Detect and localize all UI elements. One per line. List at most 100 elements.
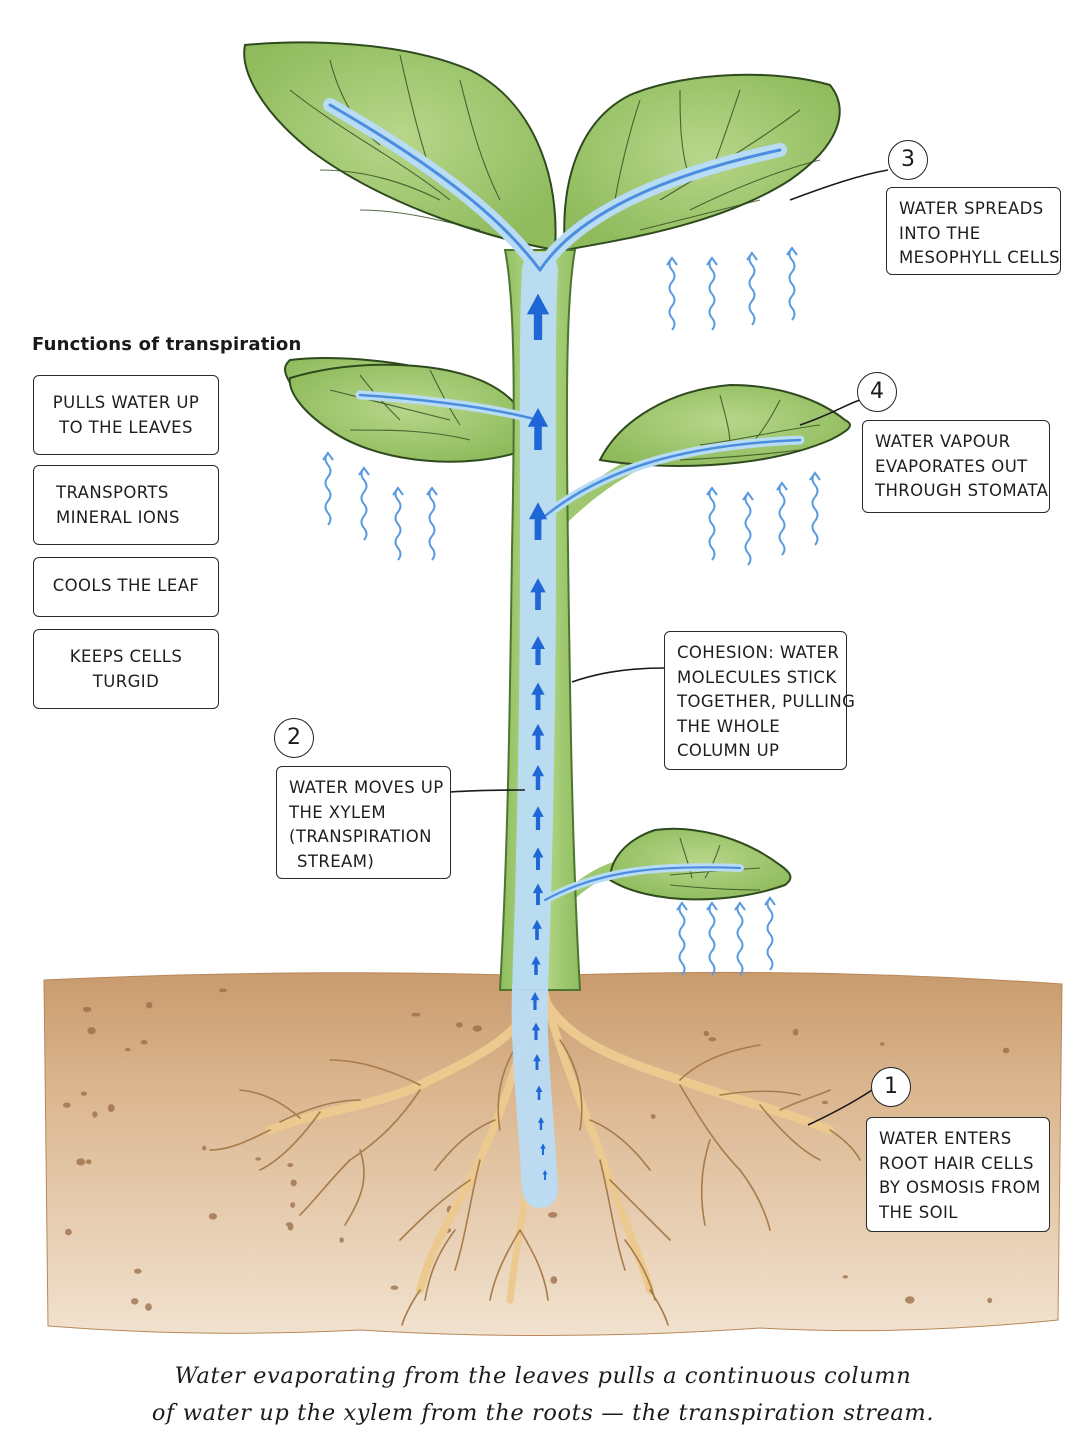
flow-arrow (530, 992, 540, 1010)
flow-arrow (531, 723, 545, 750)
vapour-squiggle (788, 247, 796, 321)
pebble (208, 1213, 217, 1220)
pebble (792, 1028, 799, 1036)
pebble (842, 1275, 849, 1279)
vapour-arrowhead (734, 901, 746, 911)
pebble (124, 1047, 131, 1052)
pebble (411, 1012, 421, 1017)
flow-arrow (532, 919, 542, 940)
pebble (390, 1285, 399, 1290)
function-box-pulls-water: PULLS WATER UP TO THE LEAVES (33, 375, 219, 455)
pebble (140, 1040, 148, 1045)
vapour-squiggle (708, 902, 716, 976)
pebble (63, 1102, 71, 1108)
function-line: TO THE LEAVES (59, 417, 193, 437)
function-line: KEEPS CELLS (69, 647, 183, 666)
leaf-mid-left-body (288, 363, 529, 463)
callout-line: EVAPORATES OUT (875, 456, 1028, 476)
vapour-arrowhead (786, 246, 798, 256)
functions-title: Functions of transpiration (32, 334, 302, 355)
step-4-number: 4 (857, 372, 897, 412)
callout-step-4: WATER VAPOUR EVAPORATES OUT THROUGH STOM… (862, 420, 1050, 513)
pebble (1002, 1047, 1010, 1054)
callout-cohesion: COHESION: WATER MOLECULES STICK TOGETHER… (664, 631, 855, 770)
leader-lines (449, 169, 889, 1126)
pebble (83, 1006, 92, 1013)
vapour-squiggle (708, 487, 716, 561)
pebble (202, 1145, 207, 1151)
vapour-arrowhead (776, 481, 788, 491)
xylem-flow-arrows (526, 293, 550, 1180)
callout-line: MOLECULES STICK (677, 667, 837, 687)
pebble (339, 1237, 344, 1243)
vapour-squiggle (324, 452, 332, 526)
vapour-squiggle (744, 492, 752, 566)
vapour-squiggle (736, 902, 744, 976)
function-line: TRANSPORTS (56, 483, 169, 502)
function-line: TURGID (92, 671, 160, 691)
vapour-squiggle (394, 487, 402, 561)
vapour-squiggle (668, 257, 676, 331)
pebble (822, 1100, 829, 1105)
pebble (255, 1157, 261, 1161)
flow-arrow (530, 578, 546, 610)
flow-arrow (531, 1022, 541, 1040)
vapour-arrowhead (746, 251, 758, 261)
vapour-squiggle (748, 252, 756, 326)
function-line: PULLS WATER UP (52, 393, 200, 412)
callout-line: STREAM) (297, 851, 375, 871)
callout-line: THE WHOLE (677, 716, 781, 736)
pebble (219, 988, 227, 993)
vapour-squiggle (678, 902, 686, 976)
callout-line: WATER VAPOUR (875, 432, 1011, 451)
callout-line: WATER MOVES UP (289, 778, 444, 797)
pebble (131, 1298, 139, 1305)
pebble (550, 1276, 558, 1284)
pebble (134, 1268, 142, 1274)
callout-line: COLUMN UP (677, 741, 780, 760)
pebble (456, 1022, 463, 1028)
vapour-arrowhead (809, 471, 821, 481)
vapour-arrowhead (358, 466, 370, 476)
vapour-squiggle (708, 257, 716, 331)
callout-step-2: WATER MOVES UP THE XYLEM (TRANSPIRATION … (276, 766, 451, 879)
step-2-number: 2 (274, 718, 314, 758)
vapour-arrowhead (764, 896, 776, 906)
vapour-arrowhead (426, 486, 438, 496)
function-box-cools-leaf: COOLS THE LEAF (33, 557, 219, 617)
caption-line-2: of water up the xylem from the roots — t… (151, 1400, 935, 1426)
vapour-arrowhead (706, 901, 718, 911)
pebble (987, 1297, 993, 1304)
vapour-arrowhead (706, 256, 718, 266)
water-vapour (322, 246, 821, 976)
flow-arrow (532, 847, 544, 870)
vapour-squiggle (811, 472, 819, 546)
flow-arrow (531, 636, 545, 665)
pebble (92, 1111, 98, 1118)
callout-line: THE SOIL (879, 1202, 958, 1222)
function-line: COOLS THE LEAF (52, 576, 200, 595)
vapour-arrowhead (676, 901, 688, 911)
vapour-arrowhead (666, 256, 678, 266)
pebble (290, 1202, 296, 1208)
callout-line: COHESION: WATER (677, 643, 840, 662)
pebble (146, 1002, 153, 1009)
function-box-transports-ions: TRANSPORTS MINERAL IONS (33, 465, 219, 545)
flow-arrow (531, 955, 541, 975)
pebble (287, 1163, 294, 1168)
pebble (472, 1025, 482, 1032)
pebble (708, 1037, 717, 1042)
flow-arrow (531, 682, 545, 710)
flow-arrow (533, 1054, 541, 1070)
callout-line: MESOPHYLL CELLS (899, 248, 1060, 267)
flow-arrow (532, 806, 544, 830)
function-line: MINERAL IONS (56, 507, 180, 527)
pebble (107, 1104, 115, 1113)
flow-arrow (540, 1143, 546, 1155)
leaf-mid-right (598, 383, 851, 467)
pebble (548, 1212, 558, 1218)
callout-line: WATER SPREADS (899, 199, 1044, 218)
vapour-arrowhead (392, 486, 404, 496)
flow-arrow (537, 1116, 545, 1130)
callout-step-1: WATER ENTERS ROOT HAIR CELLS BY OSMOSIS … (866, 1117, 1050, 1232)
